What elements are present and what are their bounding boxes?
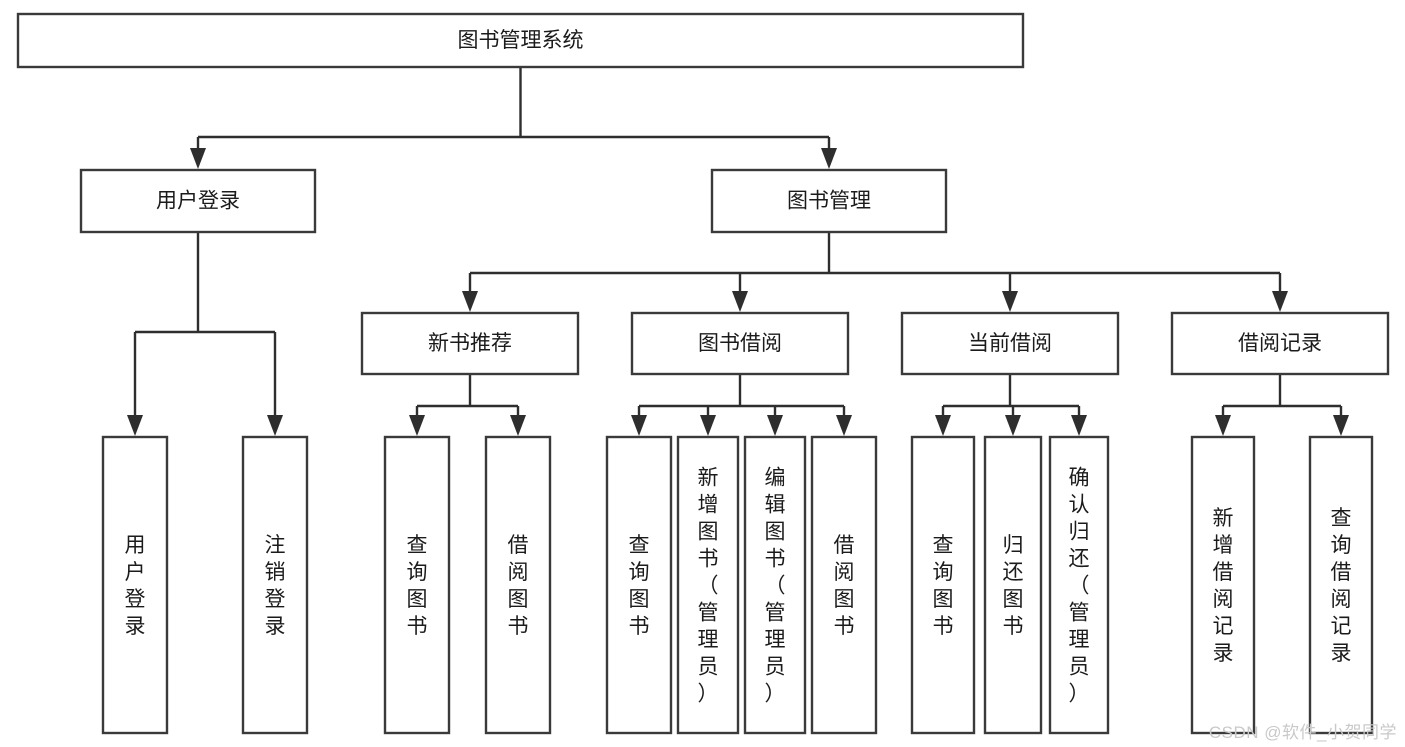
- nodes-layer: 图书管理系统用户登录图书管理新书推荐图书借阅当前借阅借阅记录用户登录注销登录查询…: [16, 12, 1390, 735]
- node-box-l3_3[interactable]: [1170, 311, 1390, 376]
- node-leaf_2[interactable]: 查询图书: [383, 435, 451, 735]
- node-label-leaf_11: 新增借阅记录: [1213, 507, 1234, 665]
- node-box-l3_1[interactable]: [630, 311, 850, 376]
- node-l3_1[interactable]: 图书借阅: [630, 311, 850, 376]
- edge-group-l2_0: [127, 232, 283, 436]
- node-root[interactable]: 图书管理系统: [16, 12, 1025, 69]
- node-leaf_7[interactable]: 借阅图书: [810, 435, 878, 735]
- node-leaf_8[interactable]: 查询图书: [910, 435, 976, 735]
- node-box-l2_0[interactable]: [79, 168, 317, 234]
- node-box-leaf_10[interactable]: [1048, 435, 1110, 735]
- node-l3_2[interactable]: 当前借阅: [900, 311, 1120, 376]
- node-label-leaf_9: 归还图书: [1003, 534, 1024, 638]
- node-label-leaf_2: 查询图书: [407, 534, 428, 638]
- node-label-l3_2: 当前借阅: [968, 332, 1052, 355]
- node-box-leaf_0[interactable]: [101, 435, 169, 735]
- node-box-leaf_3[interactable]: [484, 435, 552, 735]
- node-label-l3_3: 借阅记录: [1238, 332, 1322, 355]
- node-box-root[interactable]: [16, 12, 1025, 69]
- node-label-root: 图书管理系统: [458, 29, 584, 52]
- node-box-leaf_6[interactable]: [743, 435, 807, 735]
- node-l2_0[interactable]: 用户登录: [79, 168, 317, 234]
- node-box-leaf_11[interactable]: [1190, 435, 1256, 735]
- node-leaf_5[interactable]: 新增图书（管理员）: [676, 435, 740, 735]
- node-l3_0[interactable]: 新书推荐: [360, 311, 580, 376]
- node-label-leaf_8: 查询图书: [933, 534, 954, 638]
- node-leaf_4[interactable]: 查询图书: [605, 435, 673, 735]
- node-box-leaf_7[interactable]: [810, 435, 878, 735]
- node-box-l2_1[interactable]: [710, 168, 948, 234]
- node-label-leaf_4: 查询图书: [629, 534, 650, 638]
- node-label-l3_1: 图书借阅: [698, 332, 782, 355]
- node-label-leaf_12: 查询借阅记录: [1331, 507, 1352, 665]
- node-leaf_11[interactable]: 新增借阅记录: [1190, 435, 1256, 735]
- node-box-leaf_2[interactable]: [383, 435, 451, 735]
- node-label-leaf_10: 确认归还（管理员）: [1069, 467, 1090, 706]
- node-label-leaf_1: 注销登录: [265, 534, 286, 638]
- node-label-leaf_7: 借阅图书: [834, 534, 855, 638]
- node-leaf_9[interactable]: 归还图书: [983, 435, 1043, 735]
- edge-group-l3_1: [631, 374, 852, 436]
- node-leaf_0[interactable]: 用户登录: [101, 435, 169, 735]
- node-label-l3_0: 新书推荐: [428, 332, 512, 355]
- node-leaf_6[interactable]: 编辑图书（管理员）: [743, 435, 807, 735]
- node-leaf_3[interactable]: 借阅图书: [484, 435, 552, 735]
- node-leaf_12[interactable]: 查询借阅记录: [1308, 435, 1374, 735]
- node-l3_3[interactable]: 借阅记录: [1170, 311, 1390, 376]
- node-box-leaf_9[interactable]: [983, 435, 1043, 735]
- node-leaf_1[interactable]: 注销登录: [241, 435, 309, 735]
- node-label-leaf_0: 用户登录: [125, 534, 146, 638]
- node-box-l3_0[interactable]: [360, 311, 580, 376]
- node-leaf_10[interactable]: 确认归还（管理员）: [1048, 435, 1110, 735]
- edges-layer: [127, 67, 1349, 436]
- node-label-leaf_5: 新增图书（管理员）: [698, 467, 719, 706]
- node-box-leaf_12[interactable]: [1308, 435, 1374, 735]
- edge-group-root: [190, 67, 837, 169]
- node-box-leaf_1[interactable]: [241, 435, 309, 735]
- node-box-leaf_4[interactable]: [605, 435, 673, 735]
- node-label-l2_1: 图书管理: [787, 190, 871, 213]
- edge-group-l3_0: [409, 374, 526, 436]
- edge-group-l3_2: [935, 374, 1087, 436]
- edge-group-l2_1: [462, 232, 1288, 312]
- csdn-watermark: CSDN @软件_小贺同学: [1208, 723, 1397, 742]
- node-box-leaf_5[interactable]: [676, 435, 740, 735]
- edge-group-l3_3: [1215, 374, 1349, 436]
- node-l2_1[interactable]: 图书管理: [710, 168, 948, 234]
- node-label-leaf_6: 编辑图书（管理员）: [765, 467, 786, 706]
- node-box-leaf_8[interactable]: [910, 435, 976, 735]
- node-box-l3_2[interactable]: [900, 311, 1120, 376]
- node-label-l2_0: 用户登录: [156, 190, 240, 213]
- node-label-leaf_3: 借阅图书: [508, 534, 529, 638]
